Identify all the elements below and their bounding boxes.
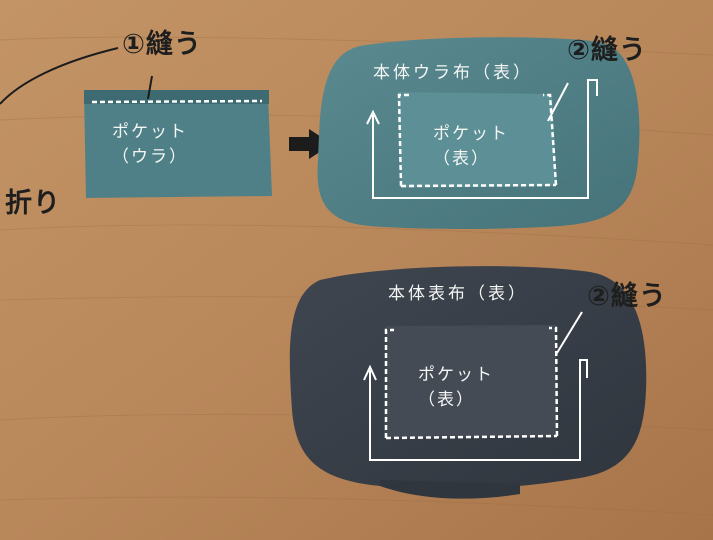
- leader-line-step1-tick: [147, 75, 153, 100]
- stitch-line-top: [91, 99, 263, 104]
- outer-pocket-label-line2: （表）: [418, 389, 475, 410]
- small-pocket-label-line2: （ウラ）: [112, 146, 188, 167]
- lining-pocket-label-line2: （表）: [433, 148, 490, 169]
- lining-pocket-label-line1: ポケット: [433, 124, 509, 144]
- leader-line-step1: [0, 47, 119, 105]
- small-pocket-label: ポケット （ウラ）: [112, 120, 188, 169]
- pocket-on-outer: [384, 325, 558, 438]
- outer-pocket-label: ポケット （表）: [418, 363, 494, 412]
- body-lining-label: 本体ウラ布（表）: [373, 63, 533, 83]
- lining-sew-path: [366, 79, 598, 199]
- lining-stitches: [397, 93, 558, 188]
- fold-label: 折り: [5, 188, 61, 219]
- pocket-piece-small: [84, 92, 272, 198]
- step2-sew-label-top: ②縫う: [567, 35, 647, 66]
- outer-sew-path: [363, 311, 588, 461]
- body-outer-label: 本体表布（表）: [388, 284, 528, 304]
- step2-sew-label-bottom: ②縫う: [587, 281, 667, 312]
- small-pocket-label-line1: ポケット: [112, 122, 188, 142]
- step1-sew-label: ①縫う: [122, 29, 202, 60]
- outer-fringe: [380, 480, 520, 499]
- outer-pocket-label-line1: ポケット: [418, 365, 494, 385]
- pocket-on-lining: [398, 92, 557, 188]
- outer-stitches: [384, 326, 559, 440]
- lining-pocket-label: ポケット （表）: [433, 122, 509, 171]
